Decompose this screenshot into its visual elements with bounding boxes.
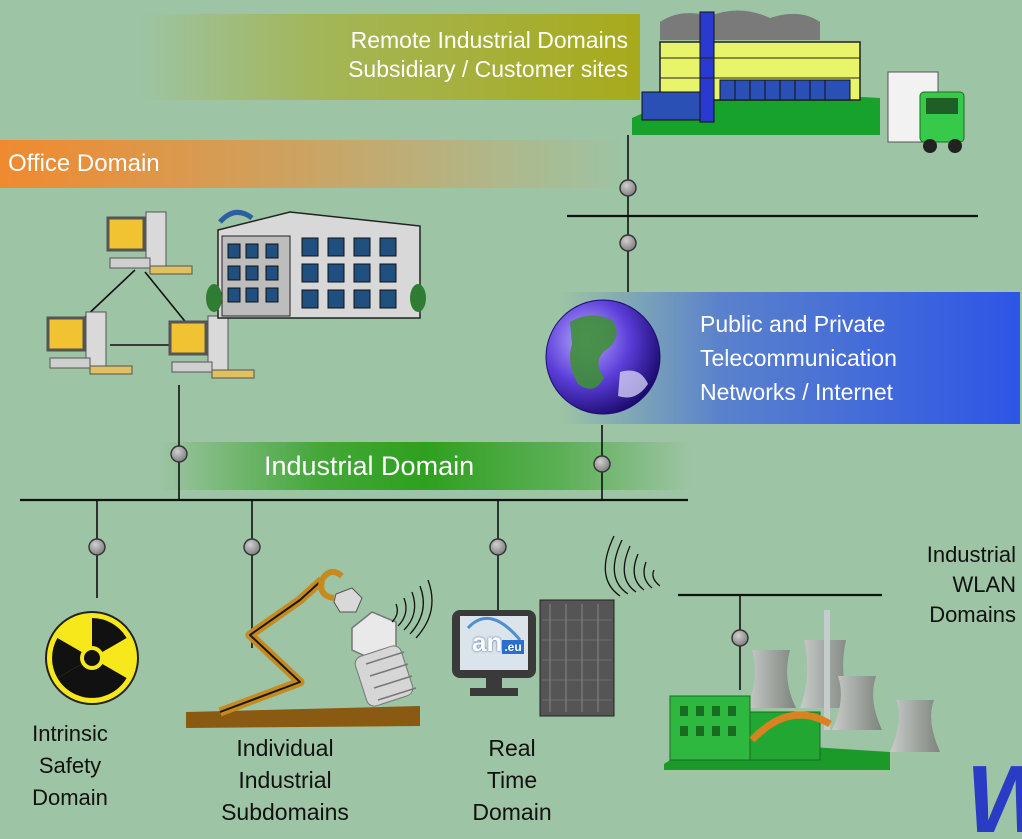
remote-domains-line-2: Subsidiary / Customer sites xyxy=(348,55,628,82)
realtime-line-2: Time xyxy=(486,767,538,793)
telecom-upper-node xyxy=(619,234,637,252)
real-time-domain-label: Real Time Domain xyxy=(462,732,562,828)
intrinsic-line-3: Domain xyxy=(32,785,108,810)
individual-line-1: Individual xyxy=(236,735,334,761)
industrial-domain-label: Industrial Domain xyxy=(264,451,475,481)
intrinsic-line-2: Safety xyxy=(38,753,102,778)
wlan-line-1: Industrial xyxy=(926,542,1016,567)
network-nodes xyxy=(88,179,749,647)
corner-w-mark: W xyxy=(966,752,1022,839)
safety-node xyxy=(88,538,106,556)
wlan-line-3: Domains xyxy=(929,602,1016,627)
individual-subdomains-label: Individual Industrial Subdomains xyxy=(210,732,360,828)
globe-icon xyxy=(545,299,661,415)
individual-line-2: Industrial xyxy=(238,767,332,793)
office-node xyxy=(170,445,188,463)
connector-lines xyxy=(81,135,741,690)
remote-domain-band xyxy=(140,14,640,100)
public-networks-line-3: Networks / Internet xyxy=(700,379,894,405)
public-networks-line-1: Public and Private xyxy=(700,311,886,337)
realtime-line-1: Real xyxy=(488,735,536,761)
wlan-line-2: WLAN xyxy=(952,572,1016,597)
intrinsic-line-1: Intrinsic xyxy=(32,721,108,746)
wlan-node xyxy=(731,629,749,647)
factory-icon xyxy=(632,10,880,135)
remote-domains-line-1: Remote Industrial Domains xyxy=(350,27,628,53)
robot-arm-icon xyxy=(186,568,420,728)
server-rack-icon xyxy=(539,599,615,717)
realtime-node xyxy=(489,538,507,556)
office-domain-band xyxy=(0,140,625,188)
telecom-lower-node xyxy=(593,455,611,473)
wlan-signal-icon xyxy=(604,535,661,597)
office-building-icon xyxy=(206,209,426,319)
radiation-icon xyxy=(45,611,139,705)
screen-logo-text: an.eu xyxy=(472,626,524,659)
remote-domains-label: Remote Industrial Domains Subsidiary / C… xyxy=(160,26,628,84)
computer-icon-left xyxy=(46,311,133,375)
realtime-line-3: Domain xyxy=(472,799,552,825)
bus-lines xyxy=(20,214,978,597)
subdomain-node xyxy=(243,538,261,556)
individual-line-3: Subdomains xyxy=(221,799,349,825)
public-networks-line-2: Telecommunication xyxy=(700,345,897,371)
wireless-signal-icon xyxy=(391,579,433,639)
wlan-domains-label: Industrial WLAN Domains xyxy=(860,540,1016,630)
screen-logo-eu: .eu xyxy=(502,640,524,654)
truck-icon xyxy=(887,71,965,153)
bolt-icon xyxy=(351,611,417,707)
computer-icon-right xyxy=(168,315,255,379)
power-plant-icon xyxy=(664,610,940,770)
public-networks-label: Public and Private Telecommunication Net… xyxy=(700,307,990,409)
intrinsic-safety-label: Intrinsic Safety Domain xyxy=(10,718,130,814)
office-domain-label: Office Domain xyxy=(8,150,160,177)
remote-node xyxy=(619,179,637,197)
screen-logo-an: an xyxy=(472,627,503,657)
computer-icon-top xyxy=(106,211,193,275)
